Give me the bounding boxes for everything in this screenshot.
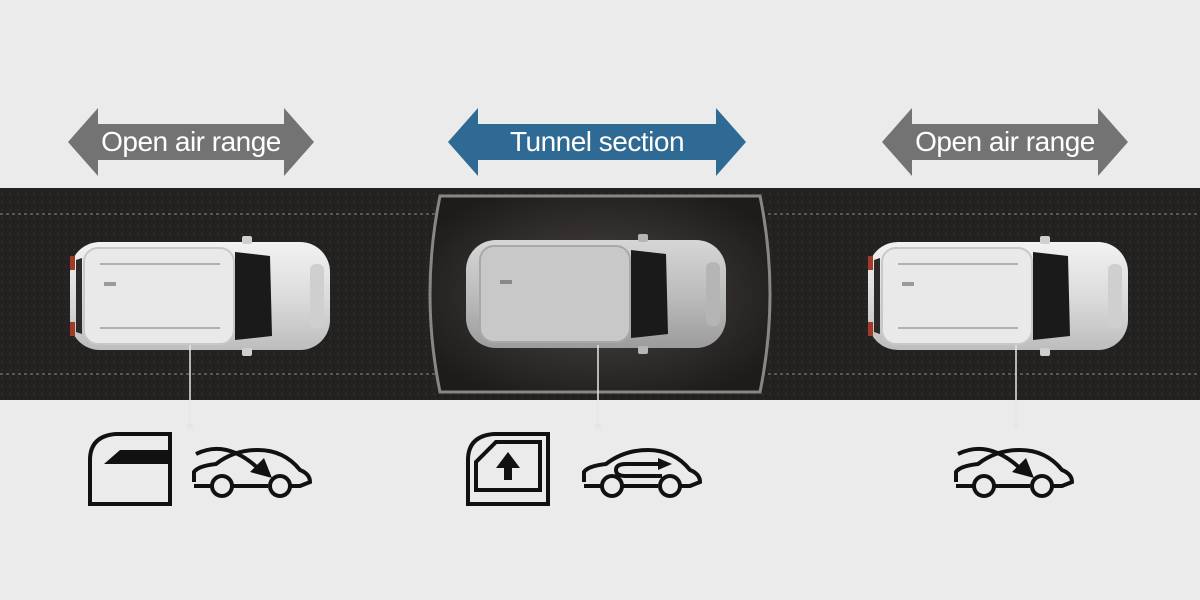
air-recirculation-icon xyxy=(582,447,703,498)
window-closed-icon xyxy=(466,432,550,506)
outside-air-intake-icon xyxy=(954,446,1075,498)
section-label-left: Open air range xyxy=(101,126,281,157)
section-label-right: Open air range xyxy=(915,126,1095,157)
car-right xyxy=(867,235,1129,357)
car-left xyxy=(69,235,331,357)
window-open-icon xyxy=(88,432,172,506)
open-air-range-arrow-right: Open air range xyxy=(882,108,1128,176)
tunnel-section-arrow: Tunnel section xyxy=(448,108,746,176)
section-label-center: Tunnel section xyxy=(509,126,685,157)
open-air-range-arrow-left: Open air range xyxy=(68,108,314,176)
car-center xyxy=(466,234,726,354)
outside-air-intake-icon xyxy=(192,446,313,498)
